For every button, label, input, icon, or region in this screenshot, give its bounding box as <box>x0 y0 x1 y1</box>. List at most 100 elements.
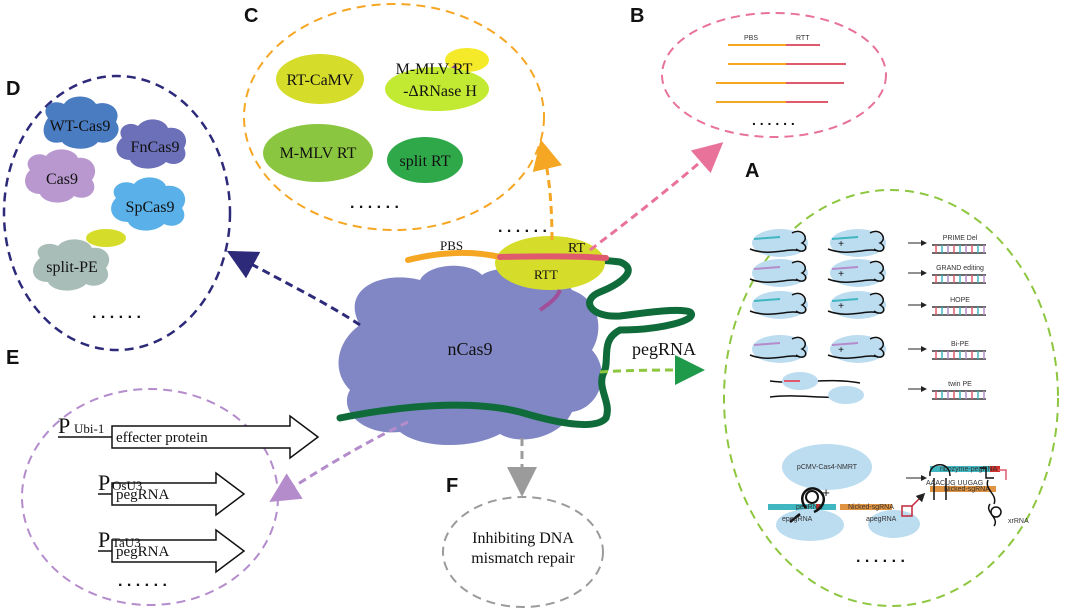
panel-a: A +PRIME Del+GRAND editing+HOPE+Bi-PEtwi… <box>723 160 1059 607</box>
panel-b: B PBS RTT . . . . . . <box>630 5 887 138</box>
arrow-to-d <box>226 250 361 327</box>
split-pe-rt-piece <box>86 229 126 247</box>
cas-blob <box>752 335 808 363</box>
result-strip-1 <box>930 466 996 472</box>
promoter-label: P <box>98 527 110 552</box>
nicked-sgrna-strip <box>840 504 892 510</box>
pegrna-strip <box>768 504 816 510</box>
epegrna-knot <box>789 487 826 523</box>
cas-variant-split-pe: split-PE <box>46 259 98 276</box>
promoter-subscript: OsU3 <box>112 478 142 493</box>
panel-c-ellipsis: . . . . . . <box>350 195 399 212</box>
spcas9-blob <box>111 177 186 231</box>
strategy-label: twin PE <box>948 381 972 388</box>
fncas9-blob <box>116 119 187 169</box>
pegrna-backbone <box>336 253 696 429</box>
rt-camv-ellipse <box>276 54 364 104</box>
ncas9-label: nCas9 <box>448 339 493 359</box>
panel-f-ellipse <box>442 496 604 608</box>
cas-blob <box>752 259 808 287</box>
ncas9-blob <box>338 265 602 446</box>
panel-a-ellipse <box>723 189 1059 607</box>
strategy-label: HOPE <box>950 297 970 304</box>
construct-arrow-shape <box>111 528 246 574</box>
construct-blob <box>782 444 872 490</box>
promoter-label: P <box>98 470 110 495</box>
panel-d-ellipsis: . . . . . . <box>92 305 141 322</box>
cas-variant-cas9: Cas9 <box>46 171 78 188</box>
panel-f-letter: F <box>446 475 458 497</box>
strategy-plus: + <box>838 269 844 280</box>
panel-a-letter: A <box>745 160 759 182</box>
cas-variant-wt-cas9: WT-Cas9 <box>50 118 111 135</box>
xrrna-structure <box>980 467 1007 527</box>
wt-cas9-blob <box>43 96 119 149</box>
split-rt-ellipse <box>387 137 463 183</box>
arrows <box>226 139 724 503</box>
cas-variant-spcas9: SpCas9 <box>126 199 175 216</box>
variant-epegrna: epegRNA <box>782 516 813 523</box>
panel-f: F Inhibiting DNA mismatch repair <box>442 475 604 608</box>
apegrna-box <box>901 505 913 517</box>
cas-blob <box>752 229 808 257</box>
panel-b-letter: B <box>630 5 644 27</box>
panel-a-ellipsis: . . . . . . <box>856 549 905 566</box>
center-rtt-label: RTT <box>534 267 558 282</box>
construct-part-pegrna: pegRNA <box>796 504 823 511</box>
panel-c-ellipse <box>243 3 545 231</box>
promoter-subscript: Ubi-1 <box>74 421 104 436</box>
result-strip-2 <box>930 486 996 492</box>
strategy-label: Bi-PE <box>951 341 969 348</box>
center-ellipsis: . . . . . . <box>498 219 547 236</box>
panel-c: C RT-CaMV M-MLV RT -ΔRNase H M-MLV RT sp… <box>243 3 545 231</box>
mmlv-rnase-ellipse <box>385 67 489 111</box>
cas-variant-fncas9: FnCas9 <box>131 139 180 156</box>
rt-ellipse <box>495 236 605 290</box>
construct-arrow-shape <box>111 471 246 517</box>
center-rt-label: RT <box>568 241 585 256</box>
arrow-to-b <box>589 142 724 252</box>
panel-d-ellipse <box>2 74 232 352</box>
arrow-to-a <box>599 355 705 386</box>
center-pbs-label: PBS <box>440 238 463 253</box>
strategy-row: + HOPE <box>749 291 986 319</box>
split-pe-blob <box>33 239 110 291</box>
construct-arrow-shape <box>111 414 320 460</box>
construct-plus: + <box>822 485 830 500</box>
result-strip-1-label: ribozyme-pegRNA <box>940 466 998 473</box>
pbs-label-b: PBS <box>744 35 758 42</box>
apegrna-blob <box>868 510 920 538</box>
mmlv-rt-ellipse <box>263 124 373 182</box>
product-label: pegRNA <box>116 544 169 560</box>
pbs-strand <box>405 249 503 263</box>
strategy-plus: + <box>838 301 844 312</box>
panel-b-ellipsis: . . . . . . <box>752 112 795 128</box>
product-label: effecter protein <box>116 430 208 446</box>
strategy-row: twin PE <box>769 372 986 404</box>
enzyme-split-rt: split RT <box>399 153 450 170</box>
variant-apegrna: apegRNA <box>866 516 897 523</box>
promoter-subscript: TaU3 <box>112 535 141 550</box>
panel-e-letter: E <box>6 347 19 369</box>
rtt-label-b: RTT <box>796 35 810 42</box>
strategy-row: +PRIME Del <box>749 229 986 257</box>
panel-d-letter: D <box>6 78 20 100</box>
pegrna-label: pegRNA <box>632 339 696 359</box>
cas9-blob <box>25 149 96 203</box>
pbs-rtt-lines <box>716 44 846 103</box>
construct-block: pCMV-Cas4-NMRT + pegRNA Nicked-sgRNA rib… <box>768 444 1000 511</box>
enzyme-mmlv-rt-2: M-MLV RT <box>280 145 357 162</box>
panel-f-line2: mismatch repair <box>471 550 575 567</box>
panel-f-line1: Inhibiting DNA <box>472 530 574 547</box>
strategy-rows: +PRIME Del+GRAND editing+HOPE+Bi-PEtwin … <box>749 229 986 404</box>
pegrna-variants: epegRNA apegRNA AAACUG UUGAG xrRNA <box>776 464 1029 541</box>
strategy-row: +GRAND editing <box>749 259 986 287</box>
variant-xrrna: xrRNA <box>1008 518 1029 525</box>
strategy-plus: + <box>838 345 844 356</box>
arrow-to-e <box>269 420 409 503</box>
strategy-row: + Bi-PE <box>749 335 986 363</box>
